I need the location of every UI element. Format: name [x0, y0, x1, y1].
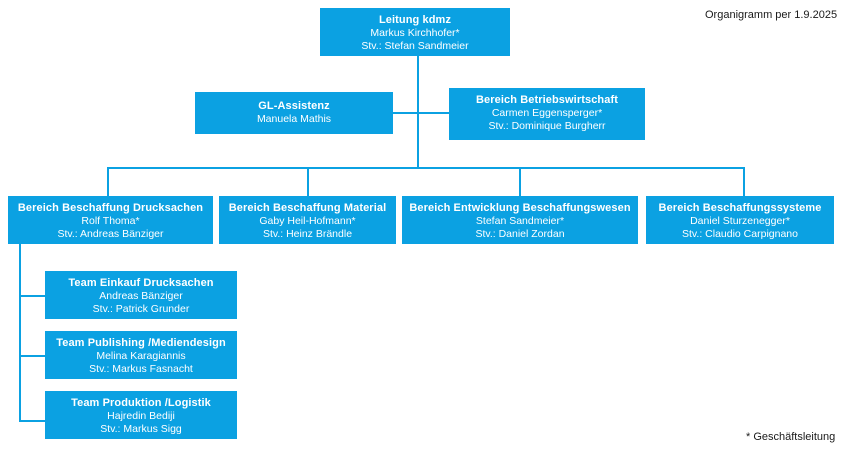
- header-date-note: Organigramm per 1.9.2025: [705, 9, 838, 21]
- connector-drop-entwicklung-beschaffungswesen: [519, 167, 521, 196]
- node-bereich-entwicklung-beschaffungswesen[interactable]: Bereich Entwicklung Beschaffungswesen St…: [402, 196, 638, 244]
- node-title: Team Publishing /Mediendesign: [56, 337, 226, 349]
- node-bereich-beschaffungssysteme[interactable]: Bereich Beschaffungssysteme Daniel Sturz…: [646, 196, 834, 244]
- node-title: Bereich Betriebswirtschaft: [476, 94, 618, 106]
- node-deputy: Stv.: Daniel Zordan: [475, 228, 565, 241]
- node-person: Andreas Bänziger: [99, 290, 183, 303]
- node-leitung-kdmz[interactable]: Leitung kdmz Markus Kirchhofer* Stv.: St…: [320, 8, 510, 56]
- footer-legend-note: * Geschäftsleitung: [746, 431, 836, 443]
- connector-team-publishing-mediendesign-branch: [19, 355, 46, 357]
- node-deputy: Stv.: Markus Fasnacht: [89, 363, 193, 376]
- node-bereich-beschaffung-drucksachen[interactable]: Bereich Beschaffung Drucksachen Rolf Tho…: [8, 196, 213, 244]
- node-deputy: Stv.: Patrick Grunder: [92, 303, 190, 316]
- connector-team-produktion-logistik-branch: [19, 420, 46, 422]
- node-title: Bereich Beschaffungssysteme: [658, 202, 822, 214]
- node-team-produktion-logistik[interactable]: Team Produktion /Logistik Hajredin Bedij…: [45, 391, 237, 439]
- node-title: GL-Assistenz: [258, 100, 330, 112]
- connector-team-rail: [19, 243, 21, 422]
- node-person: Rolf Thoma*: [81, 215, 140, 228]
- node-team-publishing-mediendesign[interactable]: Team Publishing /Mediendesign Melina Kar…: [45, 331, 237, 379]
- node-person: Hajredin Bediji: [107, 410, 175, 423]
- connector-leitung-trunk: [417, 56, 419, 167]
- node-deputy: Stv.: Markus Sigg: [100, 423, 182, 436]
- node-deputy: Stv.: Dominique Burgherr: [488, 120, 606, 133]
- node-person: Manuela Mathis: [256, 113, 332, 126]
- node-person: Markus Kirchhofer*: [370, 27, 460, 40]
- node-title: Bereich Entwicklung Beschaffungswesen: [409, 202, 631, 214]
- node-person: Melina Karagiannis: [96, 350, 186, 363]
- node-bereich-beschaffung-material[interactable]: Bereich Beschaffung Material Gaby Heil-H…: [219, 196, 396, 244]
- node-person: Gaby Heil-Hofmann*: [259, 215, 356, 228]
- node-title: Team Einkauf Drucksachen: [68, 277, 214, 289]
- connector-betriebswirtschaft-branch: [417, 112, 450, 114]
- connector-team-einkauf-drucksachen-branch: [19, 295, 46, 297]
- connector-drop-beschaffung-material: [307, 167, 309, 196]
- connector-drop-beschaffung-drucksachen: [107, 167, 109, 196]
- node-title: Bereich Beschaffung Material: [228, 202, 387, 214]
- node-team-einkauf-drucksachen[interactable]: Team Einkauf Drucksachen Andreas Bänzige…: [45, 271, 237, 319]
- node-bereich-betriebswirtschaft[interactable]: Bereich Betriebswirtschaft Carmen Eggens…: [449, 88, 645, 140]
- node-deputy: Stv.: Heinz Brändle: [262, 228, 353, 241]
- connector-drop-beschaffungssysteme: [743, 167, 745, 196]
- node-title: Team Produktion /Logistik: [71, 397, 211, 409]
- node-gl-assistenz[interactable]: GL-Assistenz Manuela Mathis: [195, 92, 393, 134]
- node-title: Bereich Beschaffung Drucksachen: [17, 202, 204, 214]
- node-person: Carmen Eggensperger*: [491, 107, 603, 120]
- node-person: Stefan Sandmeier*: [475, 215, 565, 228]
- node-deputy: Stv.: Stefan Sandmeier: [361, 40, 469, 53]
- node-deputy: Stv.: Claudio Carpignano: [682, 228, 798, 241]
- node-title: Leitung kdmz: [378, 14, 452, 26]
- node-person: Daniel Sturzenegger*: [690, 215, 790, 228]
- connector-bereich-bus: [107, 167, 744, 169]
- node-deputy: Stv.: Andreas Bänziger: [57, 228, 164, 241]
- connector-gl-assistenz-branch: [393, 112, 418, 114]
